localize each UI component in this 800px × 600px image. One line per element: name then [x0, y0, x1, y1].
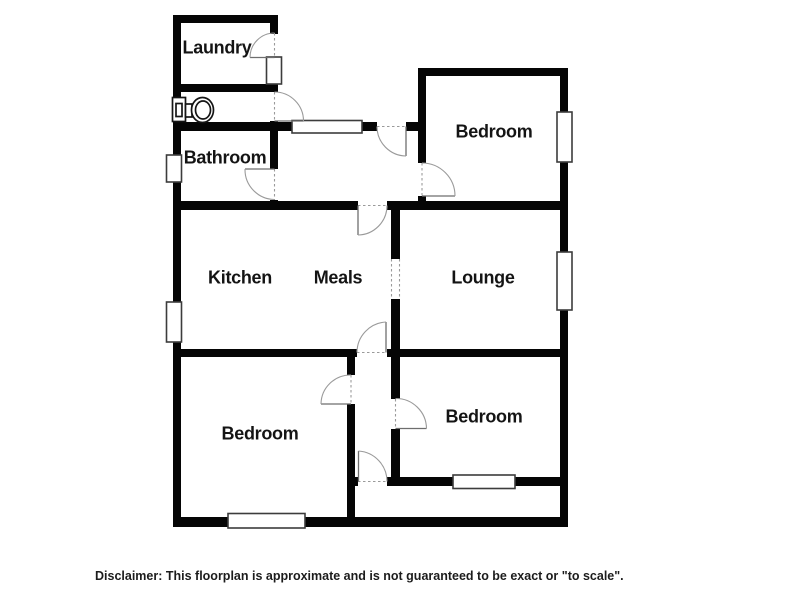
- room-label-meals: Meals: [313, 267, 363, 288]
- wall-segment: [515, 477, 568, 486]
- wall-segment: [418, 196, 426, 210]
- wall-segment: [560, 68, 568, 112]
- wall-segment: [391, 201, 400, 260]
- toilet-icon: [171, 96, 215, 124]
- wall-segment: [560, 162, 568, 252]
- wall-segment: [391, 298, 400, 357]
- window-icon: [291, 119, 363, 134]
- wall-segment: [173, 84, 278, 92]
- wall-segment: [418, 68, 568, 76]
- window-icon: [165, 154, 183, 183]
- wall-segment: [560, 310, 568, 527]
- room-label-bedroom-top-right: Bedroom: [455, 121, 533, 142]
- wall-segment: [387, 201, 568, 210]
- door-swing-icon: [244, 168, 276, 201]
- room-label-kitchen: Kitchen: [208, 267, 272, 288]
- door-swing-icon: [357, 204, 388, 236]
- window-icon: [452, 474, 516, 490]
- wall-segment: [173, 15, 278, 23]
- wall-segment: [270, 84, 278, 92]
- wall-opening: [390, 259, 401, 299]
- door-swing-icon: [357, 450, 388, 483]
- wall-segment: [270, 200, 278, 210]
- door-swing-icon: [249, 32, 276, 59]
- door-swing-icon: [273, 91, 305, 122]
- wall-segment: [173, 201, 358, 210]
- wall-segment: [270, 121, 278, 131]
- wall-segment: [347, 404, 355, 527]
- wall-segment: [173, 182, 181, 302]
- disclaimer-text: Disclaimer: This floorplan is approximat…: [95, 569, 624, 583]
- wall-segment: [387, 477, 453, 486]
- wall-segment: [391, 352, 400, 399]
- door-swing-icon: [376, 125, 407, 157]
- door-swing-icon: [320, 374, 352, 405]
- door-swing-icon: [394, 397, 428, 430]
- window-icon: [556, 251, 573, 311]
- windows: [165, 56, 573, 529]
- door-swing-icon: [421, 162, 456, 197]
- window-icon: [165, 301, 183, 343]
- room-label-lounge: Lounge: [451, 267, 515, 288]
- wall-segment: [406, 122, 426, 131]
- wall-segment: [362, 122, 377, 131]
- wall-segment: [347, 349, 355, 375]
- room-label-bedroom-bottom-left: Bedroom: [221, 423, 299, 444]
- window-icon: [265, 56, 283, 85]
- room-label-bathroom: Bathroom: [183, 147, 267, 168]
- wall-segment: [173, 15, 181, 155]
- wall-segment: [418, 76, 426, 163]
- wall-segment: [270, 131, 278, 169]
- wall-segment: [173, 342, 181, 527]
- doors: [244, 32, 456, 483]
- door-swing-icon: [356, 321, 387, 354]
- room-label-bedroom-bottom-right: Bedroom: [445, 406, 523, 427]
- wall-segment: [173, 122, 292, 131]
- window-icon: [227, 512, 306, 529]
- room-label-laundry: Laundry: [182, 37, 252, 58]
- wall-segment: [391, 429, 400, 477]
- wall-segment: [305, 517, 568, 527]
- wall-segment: [173, 517, 228, 527]
- walls: [173, 15, 568, 527]
- window-icon: [556, 111, 573, 163]
- wall-segment: [173, 349, 357, 357]
- wall-segment: [270, 15, 278, 34]
- wall-segment: [387, 349, 568, 357]
